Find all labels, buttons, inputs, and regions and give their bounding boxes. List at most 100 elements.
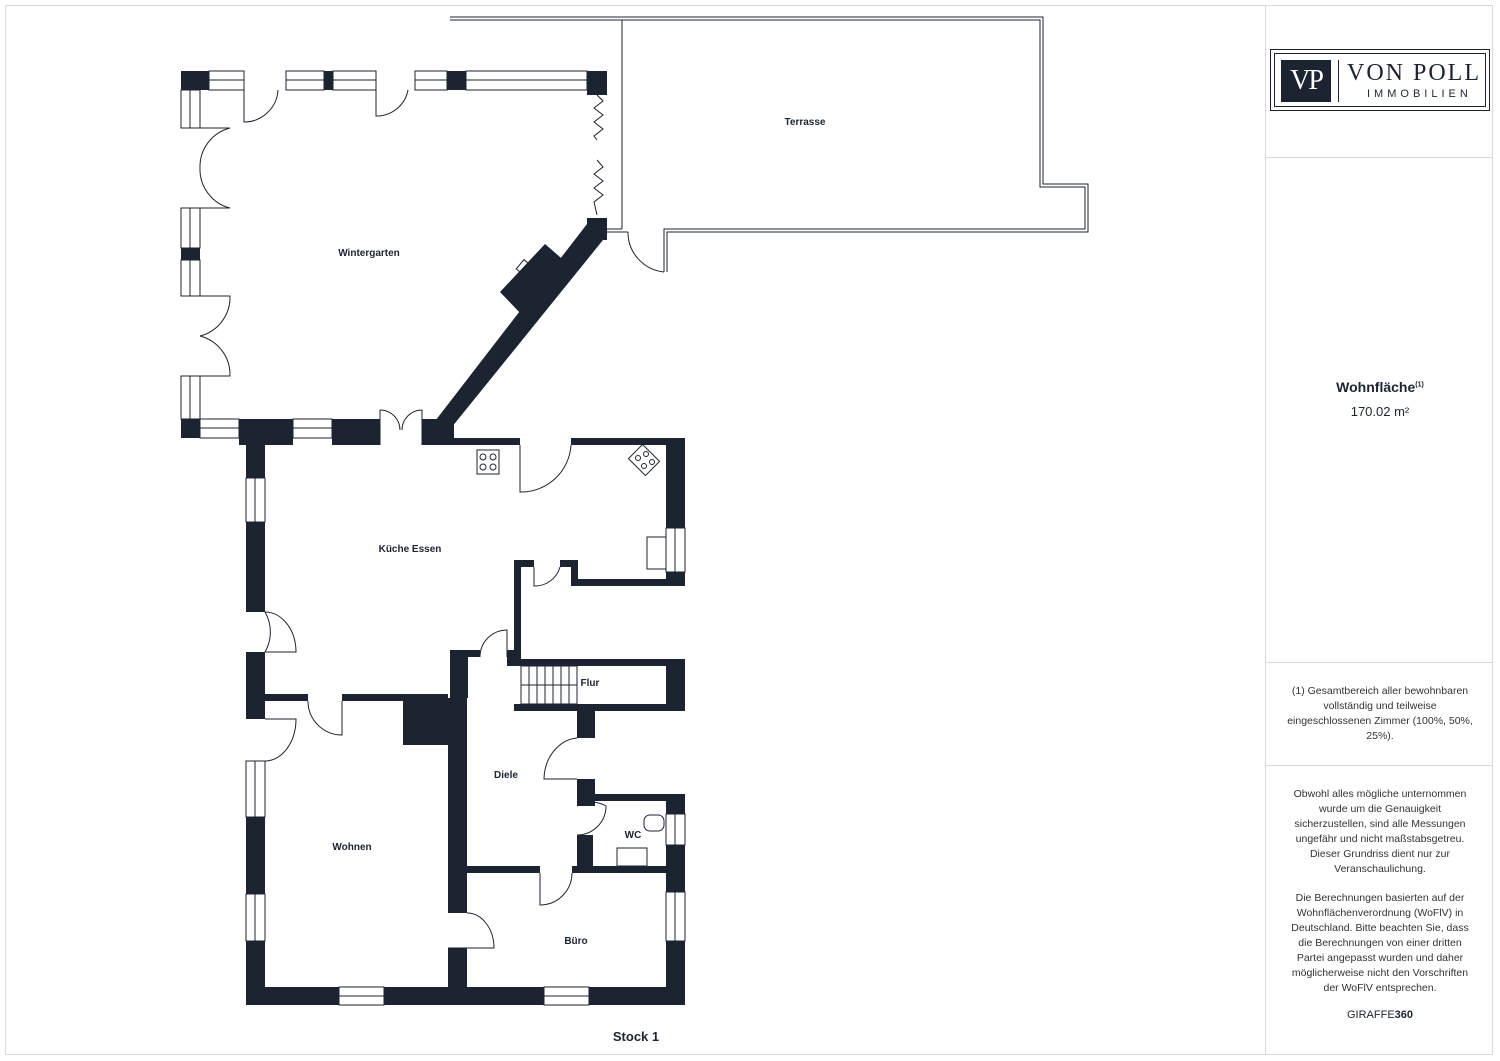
info-sidebar: VP VON POLL IMMOBILIEN Wohnfläche(1) 170…: [1265, 5, 1493, 1055]
radiator: [455, 711, 465, 737]
burner: [489, 463, 497, 471]
page-frame: [5, 5, 1493, 1055]
wall-segment: [666, 794, 685, 814]
floor-label: Stock 1: [613, 1029, 659, 1044]
burner: [479, 463, 487, 471]
room-label-wc: WC: [625, 830, 642, 841]
living-area-title-text: Wohnfläche: [1336, 379, 1416, 395]
wall-segment: [448, 948, 467, 1005]
burner: [643, 451, 649, 457]
wall-segment: [560, 560, 578, 567]
wall-segment: [246, 987, 339, 1005]
wall-segment: [577, 704, 595, 738]
sink: [646, 536, 667, 570]
footnote-text: (1) Gesamtbereich aller bewohnbaren voll…: [1287, 685, 1473, 742]
giraffe360-brand: GIRAFFE360: [1266, 1009, 1494, 1021]
door-swing: [199, 127, 231, 169]
divider: [1266, 662, 1493, 663]
fireplace-opening: [515, 258, 539, 282]
wall-segment: [666, 941, 685, 1005]
burner: [635, 455, 641, 461]
stove: [476, 449, 500, 475]
divider: [1266, 157, 1493, 158]
door-swing: [199, 295, 231, 337]
wall-segment: [181, 248, 200, 260]
footnote-marker: (1): [1415, 381, 1424, 389]
wall-segment: [342, 694, 448, 701]
chimney: [500, 244, 568, 315]
room-label-wohnen: Wohnen: [332, 842, 371, 853]
living-area-value: 170.02 m²: [1350, 404, 1410, 419]
door-swing: [627, 231, 665, 273]
wall-segment: [450, 650, 480, 657]
floor-plan: Terrasse Wintergarten Küche Essen Flur D…: [180, 16, 1089, 1044]
wall-segment: [514, 560, 521, 666]
room-label-wintergarten: Wintergarten: [338, 248, 400, 259]
wall-segment: [246, 522, 265, 612]
wall-segment: [577, 779, 595, 806]
staircase: [520, 665, 578, 705]
wall-segment: [587, 71, 607, 95]
burner: [489, 453, 497, 461]
wall-segment: [577, 835, 593, 872]
burner: [479, 453, 487, 461]
brand-bold: 360: [1394, 1009, 1414, 1021]
logo-monogram: VP: [1281, 60, 1331, 102]
von-poll-logo: VP VON POLL IMMOBILIEN: [1270, 49, 1490, 111]
door-swing: [401, 409, 423, 445]
burner: [641, 463, 647, 469]
wall-segment: [403, 694, 448, 745]
divider: [1266, 765, 1493, 766]
disclaimer-text: Obwohl alles mögliche unternommen wurde …: [1293, 788, 1467, 875]
room-label-buero: Büro: [564, 936, 587, 947]
wall-segment: [460, 866, 540, 873]
wall-segment: [507, 659, 685, 666]
wall-segment: [246, 652, 265, 719]
terrace-outline: [450, 16, 1089, 272]
door-swing: [539, 872, 573, 906]
logo-rule: [1338, 60, 1339, 102]
wall-segment: [450, 650, 468, 698]
wall-segment: [246, 817, 265, 894]
terrace-outline-inner: [450, 19, 1086, 272]
wall-segment: [181, 71, 209, 90]
wall-segment: [571, 579, 685, 586]
wall-segment: [246, 694, 308, 701]
door-swing: [199, 335, 231, 377]
door-swing: [543, 737, 578, 780]
wall-segment: [571, 560, 578, 586]
door-swing: [533, 566, 561, 587]
folding-door: [593, 159, 604, 216]
wall-segment: [447, 71, 466, 90]
wall-segment: [571, 438, 685, 445]
toilet: [643, 814, 665, 832]
wall-segment: [514, 560, 534, 567]
door-swing: [576, 801, 607, 836]
burner: [649, 459, 655, 465]
door-swing: [375, 89, 409, 117]
door-swing: [264, 718, 297, 762]
door-swing: [479, 629, 508, 658]
wall-segment: [324, 71, 333, 90]
wall-segment: [666, 659, 685, 711]
logo-name: VON POLL: [1347, 60, 1481, 86]
logo-frame: VP VON POLL IMMOBILIEN: [1274, 53, 1486, 107]
room-label-diele: Diele: [494, 770, 518, 781]
wall-segment: [572, 866, 685, 873]
folding-door: [593, 94, 604, 141]
wall-segment: [430, 438, 520, 445]
living-area-title: Wohnfläche(1): [1266, 379, 1494, 395]
wall-segment: [514, 704, 685, 711]
logo-subtitle: IMMOBILIEN: [1367, 88, 1472, 100]
wall-segment: [666, 438, 685, 528]
stove: [627, 443, 661, 477]
washbasin: [616, 847, 648, 867]
wall-segment: [332, 419, 380, 445]
door-swing: [243, 89, 279, 123]
wall-segment: [448, 698, 467, 913]
room-label-flur: Flur: [581, 678, 600, 689]
wall-segment: [507, 650, 521, 666]
room-label-terrasse: Terrasse: [785, 117, 826, 128]
brand-light: GIRAFFE: [1346, 1009, 1395, 1021]
wall-segment: [246, 438, 265, 478]
